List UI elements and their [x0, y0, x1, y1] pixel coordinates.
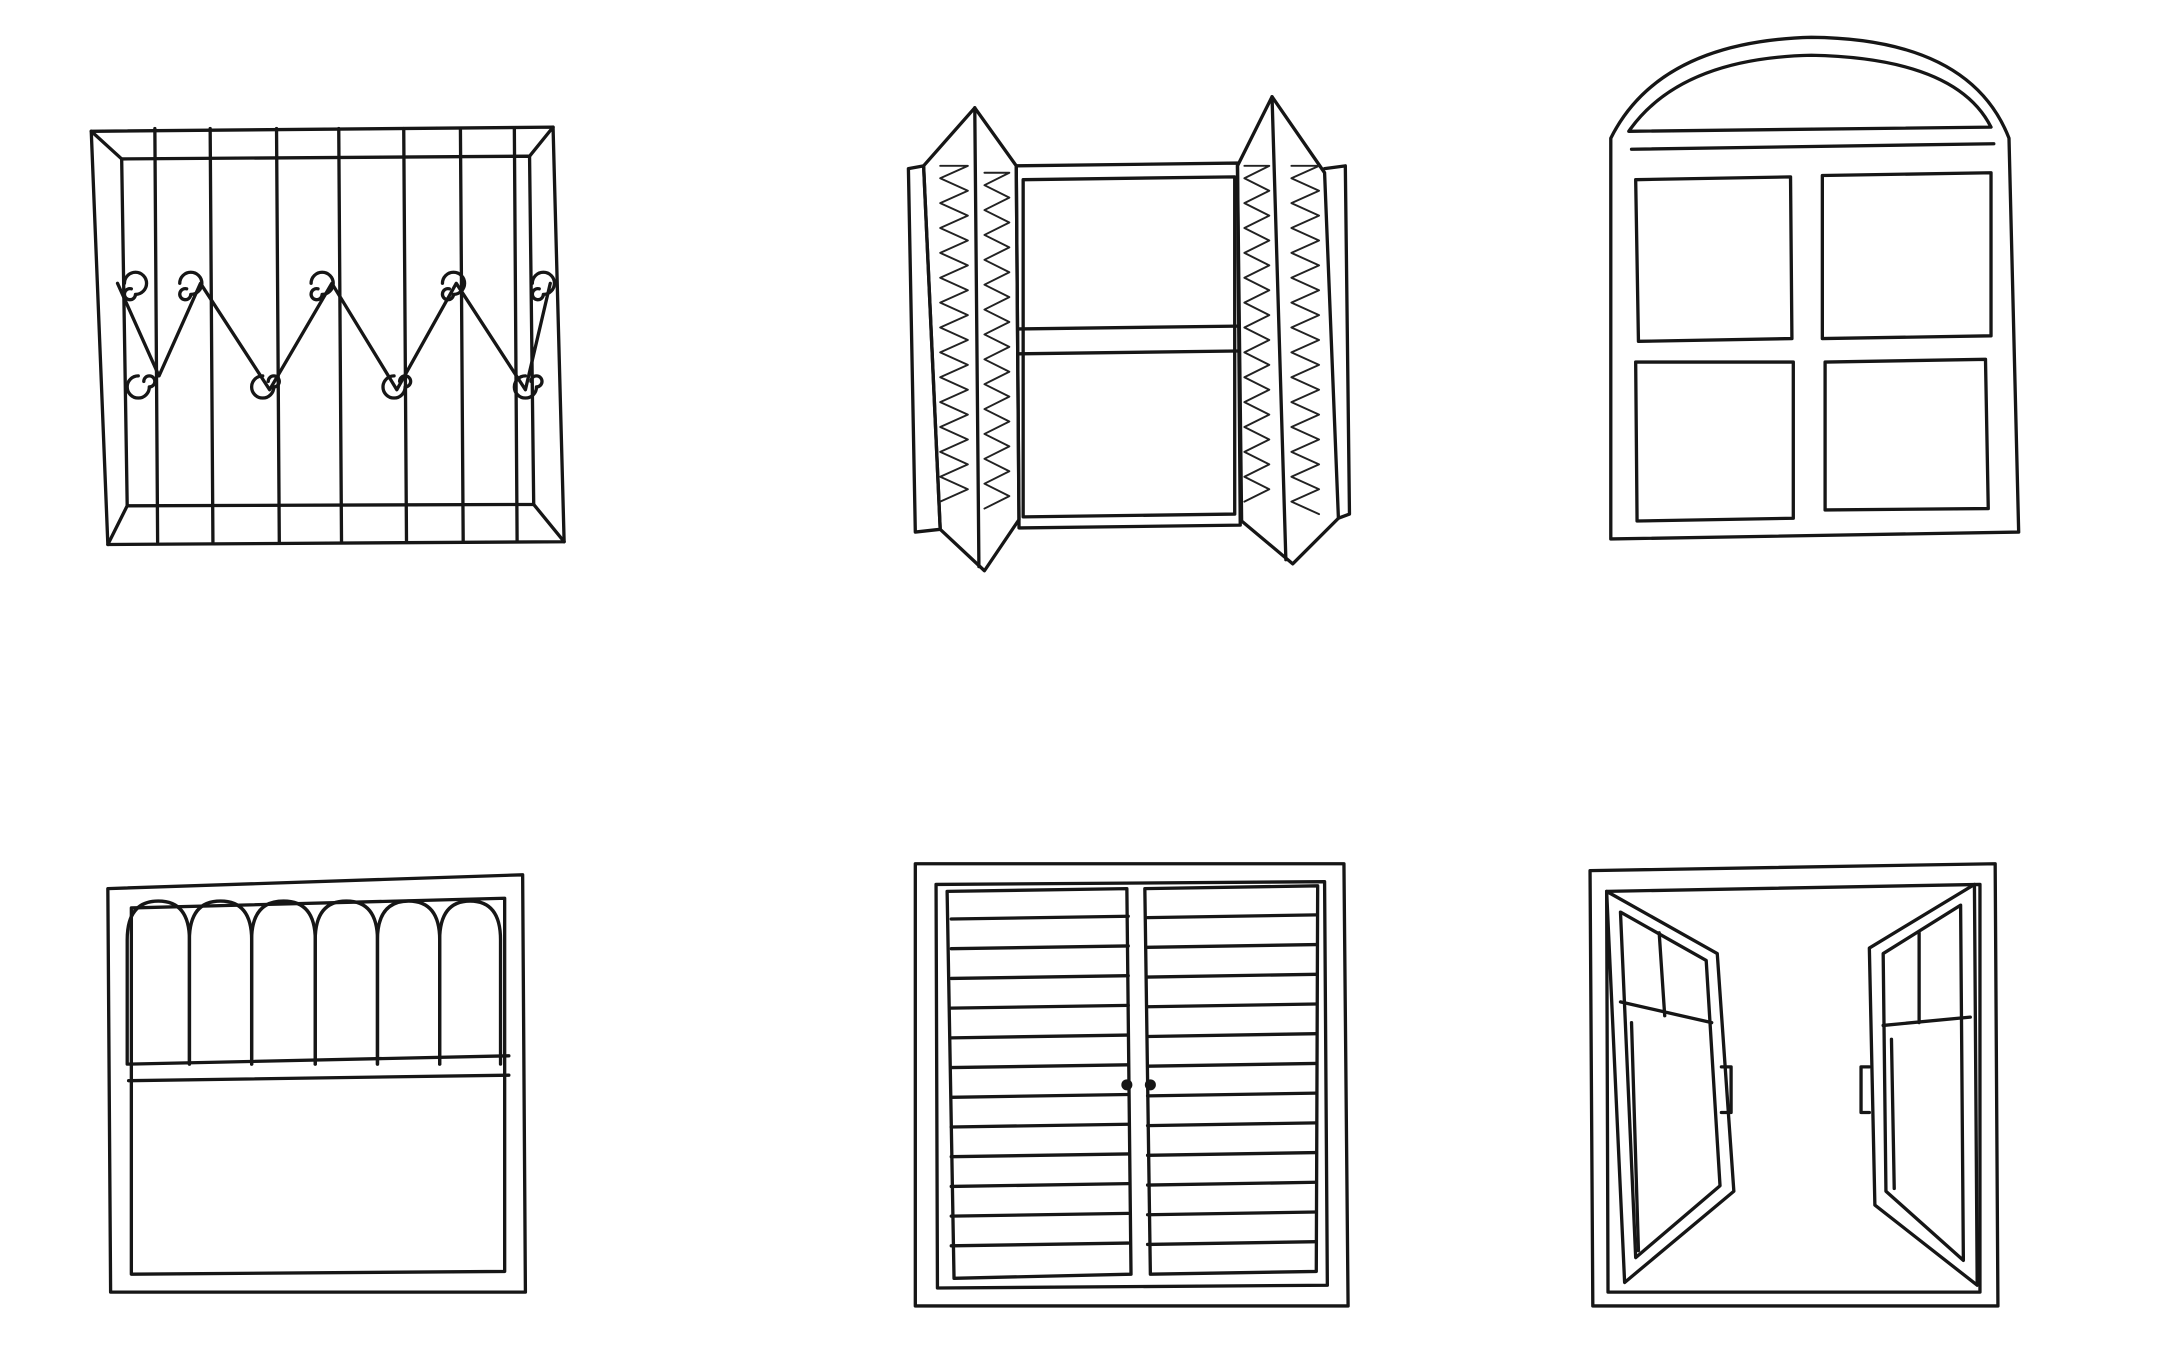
louver-slat [1145, 1121, 1318, 1128]
grille-arch [249, 899, 317, 1066]
grille-bar [153, 126, 160, 544]
grille-arch [313, 899, 380, 1066]
window-with-shutters [906, 95, 1352, 573]
grille-arch [438, 899, 503, 1066]
shutter-louvers [939, 164, 969, 503]
scroll-curl [125, 374, 157, 400]
grille-bar [402, 126, 409, 544]
window-louvered [913, 862, 1350, 1308]
scroll-curl [122, 270, 149, 302]
grille-arch [187, 899, 254, 1066]
scroll-curl [178, 270, 204, 302]
louver-slat [949, 1063, 1130, 1070]
louver-slat [949, 1003, 1130, 1010]
grille-bar [274, 126, 281, 544]
scroll-curl [250, 374, 281, 400]
grille-arch [125, 899, 192, 1066]
louver-slat [949, 1122, 1130, 1129]
louver-slat [949, 974, 1130, 981]
scroll-curl [309, 270, 335, 302]
louver-slat [1145, 942, 1318, 949]
scroll-curl [530, 270, 557, 302]
window-barred-grille [89, 125, 566, 547]
louver-slat [949, 1211, 1130, 1218]
grille-bar [337, 126, 344, 544]
grille-bar [208, 126, 215, 544]
grille-bar [458, 126, 465, 544]
louver-slat [949, 1241, 1130, 1248]
louver-slat [949, 1152, 1130, 1159]
louver-slat [1145, 1091, 1318, 1098]
louver-slat [1145, 1240, 1318, 1247]
louver-slat [949, 1092, 1130, 1099]
window-arch-grille [106, 873, 528, 1294]
louver-slat [1145, 1032, 1318, 1039]
louver-slat [1145, 913, 1318, 920]
shutter-louvers [1243, 164, 1271, 503]
grille-arch [375, 899, 442, 1066]
louver-slat [1145, 972, 1318, 979]
shutter-louvers [1290, 164, 1321, 516]
louver-slat [949, 914, 1130, 921]
scroll-curl [381, 374, 413, 400]
scroll-curl [440, 270, 467, 302]
scroll-curl [512, 374, 544, 400]
louver-slat [1145, 1180, 1318, 1187]
shutter-louvers [983, 171, 1011, 510]
louver-slat [949, 1033, 1130, 1040]
louver-slat [1145, 1061, 1318, 1068]
louver-slat [949, 944, 1130, 951]
louver-slat [949, 1181, 1130, 1189]
louver-slat [1145, 1150, 1318, 1157]
window-open-casement [1588, 862, 2000, 1308]
louver-slat [1145, 1210, 1318, 1217]
window-arched [1609, 35, 2021, 541]
louver-slat [1145, 1002, 1318, 1009]
grille-bar [512, 126, 519, 544]
